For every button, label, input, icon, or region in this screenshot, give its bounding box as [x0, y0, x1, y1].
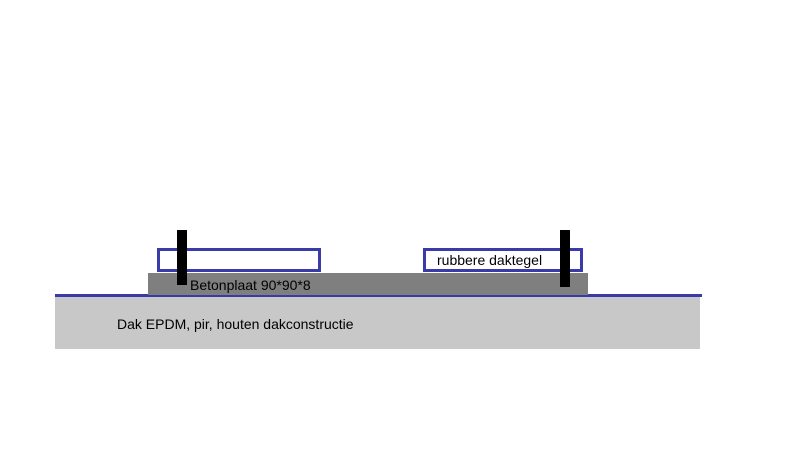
roof-construction	[55, 297, 700, 349]
post-left	[177, 230, 187, 285]
rubber-tile-right	[423, 248, 583, 272]
slab-label: Betonplaat 90*90*8	[190, 277, 311, 293]
tile-label: rubbere daktegel	[437, 252, 543, 268]
concrete-slab	[148, 273, 588, 295]
post-right	[560, 230, 570, 287]
roof-label: Dak EPDM, pir, houten dakconstructie	[117, 316, 354, 332]
epdm-membrane-line	[55, 294, 702, 297]
